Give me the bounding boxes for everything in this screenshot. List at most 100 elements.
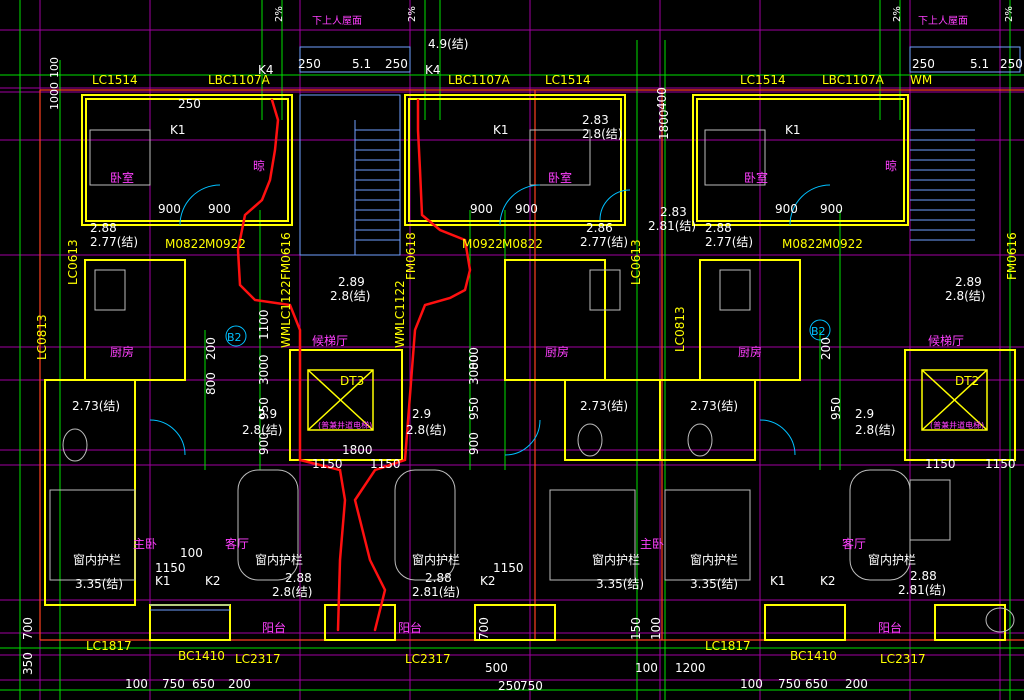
- dimension-text: 900: [515, 202, 538, 216]
- guardrail-label: 窗内护栏: [868, 552, 916, 567]
- dimension-text: 1800: [342, 443, 373, 457]
- stair-and-windows: [150, 46, 1021, 611]
- table-icon: [909, 479, 951, 541]
- elevation-label: 2.8(结): [406, 423, 446, 437]
- room-label: 阳台: [398, 620, 422, 635]
- door-code: M0922: [462, 237, 503, 251]
- dimension-text: 100: [48, 57, 61, 78]
- elevator-code: DT2: [955, 374, 979, 388]
- sofa-icon: [237, 469, 299, 581]
- toilet-icon: [62, 428, 88, 462]
- elevation-label: 2.89: [955, 275, 982, 289]
- room-label: 厨房: [738, 344, 762, 359]
- room-label: 厨房: [110, 344, 134, 359]
- k-marker: K1: [785, 123, 801, 137]
- room-label: 晾: [253, 158, 265, 173]
- roof-access-label: 下上人屋面: [918, 15, 968, 27]
- window-code: LC2317: [405, 652, 451, 666]
- room-label: 厨房: [545, 344, 569, 359]
- guardrail-label: 窗内护栏: [690, 552, 738, 567]
- k-marker: K4: [258, 63, 274, 77]
- sofa-icon: [394, 469, 456, 581]
- elevation-label: 2.77(结): [90, 235, 138, 249]
- dimension-text: 800: [467, 347, 481, 370]
- structure-elevation-label: 4.9(结): [428, 37, 468, 51]
- dimension-text: 100: [635, 661, 658, 675]
- dimension-text: 400: [655, 87, 669, 110]
- elevation-label: 2.73(结): [580, 399, 628, 413]
- guardrail-label: 窗内护栏: [73, 552, 121, 567]
- roof-access-label: 下上人屋面: [312, 15, 362, 27]
- room-label: 卧室: [110, 170, 134, 185]
- dimension-text: 1100: [257, 309, 271, 340]
- dimension-text: 250: [178, 97, 201, 111]
- toilet-icon: [687, 423, 713, 457]
- dimension-text: 700: [477, 617, 491, 640]
- bed-icon: [529, 129, 591, 186]
- window-code: LC0613: [66, 239, 80, 285]
- dimension-text: 200: [819, 337, 833, 360]
- dimension-text: 250: [385, 57, 408, 71]
- elevation-label: 2.8(结): [272, 585, 312, 599]
- k-marker: K2: [820, 574, 836, 588]
- elevator-code: DT3: [340, 374, 364, 388]
- dimension-text: 750: [778, 677, 801, 691]
- dimension-text: 650: [805, 677, 828, 691]
- dimension-text: 250: [1000, 57, 1023, 71]
- dimension-text: 1000: [48, 82, 61, 110]
- dimension-text: 500: [485, 661, 508, 675]
- elevation-label: 3.35(结): [596, 577, 644, 591]
- elevation-labels: 2.88 2.77(结) 2.88 2.77(结) 2.86 2.77(结) 2…: [72, 113, 985, 599]
- room-label: 客厅: [225, 536, 249, 551]
- k-marker: K1: [493, 123, 509, 137]
- elevator-note: (普兼井道电梯): [930, 420, 984, 430]
- door-window-codes: M0822 M0922 M0922 M0822 M0822 M0922 FM06…: [35, 232, 1019, 666]
- window-code: LC1514: [740, 73, 786, 87]
- room-label: 晾: [885, 158, 897, 173]
- door-swings: [149, 184, 831, 456]
- dimension-text: 5.1: [970, 57, 989, 71]
- dimension-text: 1150: [370, 457, 401, 471]
- door-code: WMLC1122: [279, 280, 293, 348]
- dimension-text: 900: [158, 202, 181, 216]
- dimension-text: 100: [649, 617, 663, 640]
- bed-icon: [89, 129, 151, 186]
- dimension-text: 950: [467, 397, 481, 420]
- dimension-text: 250: [498, 679, 521, 693]
- guardrail-label: 窗内护栏: [412, 552, 460, 567]
- dimension-text: 700: [21, 617, 35, 640]
- dimension-text: 950: [257, 397, 271, 420]
- dimension-text: 200: [204, 337, 218, 360]
- window-code: WM: [910, 73, 932, 87]
- red-annotation-path: [236, 98, 472, 632]
- elevation-label: 2.83: [660, 205, 687, 219]
- window-code: BC1410: [178, 649, 225, 663]
- dimension-text: 1150: [155, 561, 186, 575]
- dimension-text: 200: [228, 677, 251, 691]
- dimension-text: 250: [298, 57, 321, 71]
- axis-bubble: [225, 325, 247, 347]
- elevation-label: 2.88: [90, 221, 117, 235]
- window-code: BC1410: [790, 649, 837, 663]
- elevation-label: 2.88: [910, 569, 937, 583]
- k-marker: K4: [425, 63, 441, 77]
- elevation-label: 2.8(结): [330, 289, 370, 303]
- door-code: FM0618: [404, 232, 418, 280]
- dimension-text: 1150: [925, 457, 956, 471]
- elevation-label: 2.8(结): [582, 127, 622, 141]
- elevation-label: 2.77(结): [580, 235, 628, 249]
- window-code: LBC1107A: [448, 73, 511, 87]
- room-label: 候梯厅: [312, 334, 348, 348]
- axis-bubble-label: B2: [227, 331, 242, 344]
- elevator-shafts: [307, 369, 988, 431]
- door-code: M0822: [165, 237, 206, 251]
- room-label: 卧室: [548, 170, 572, 185]
- dimension-text: 750: [162, 677, 185, 691]
- dimension-text: 150: [629, 617, 643, 640]
- dimension-text: 350: [21, 652, 35, 675]
- window-code: LC0813: [673, 306, 687, 352]
- room-label: 卧室: [744, 170, 768, 185]
- walls: [44, 94, 1016, 641]
